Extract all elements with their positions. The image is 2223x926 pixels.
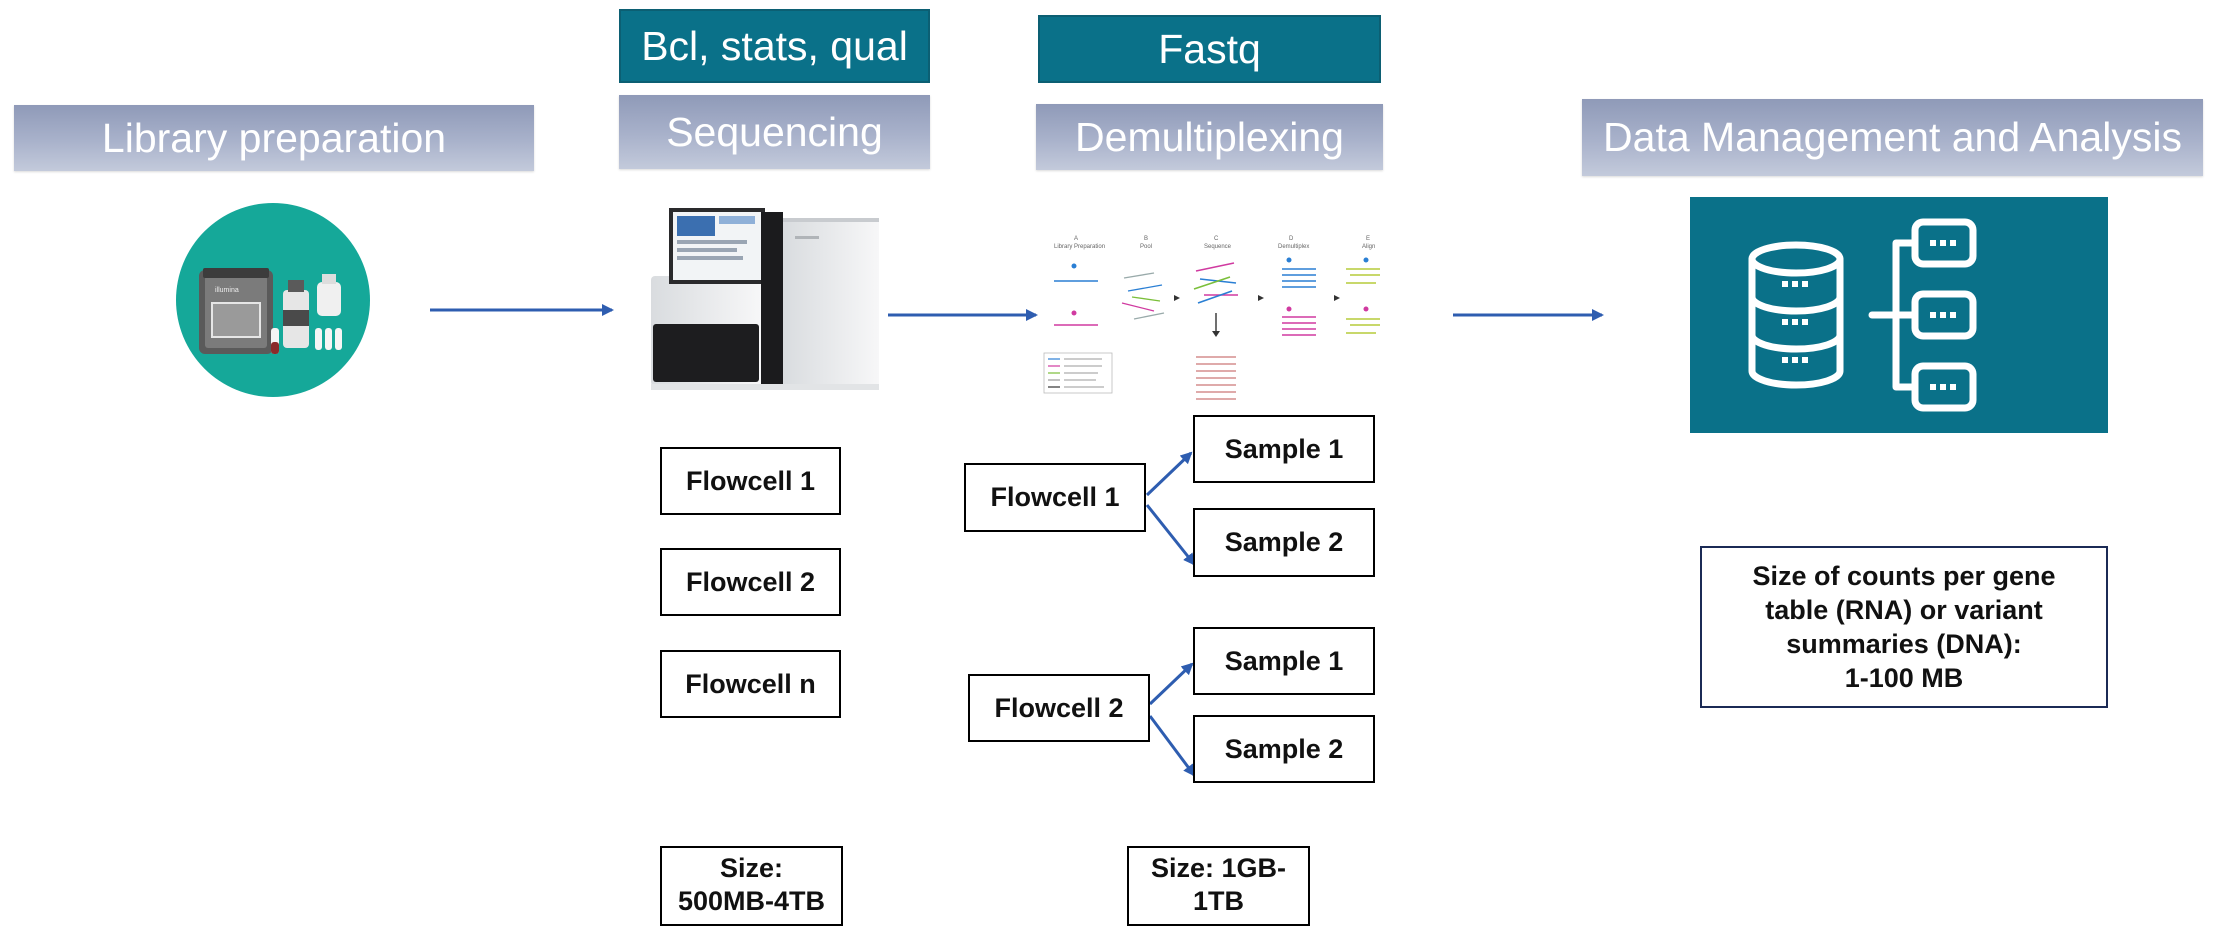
demux-output-label: Fastq <box>1038 15 1381 83</box>
svg-text:D: D <box>1289 236 1294 242</box>
demux-fc2-sample-2: Sample 2 <box>1193 715 1375 783</box>
svg-text:Demultiplex: Demultiplex <box>1278 244 1309 250</box>
demux-fc1-sample-2: Sample 2 <box>1193 508 1375 577</box>
svg-text:Align: Align <box>1362 244 1375 250</box>
demux-fc1-sample-1: Sample 1 <box>1193 415 1375 483</box>
arrow-fc2-sample1 <box>1148 662 1194 706</box>
stage-library-preparation: Library preparation <box>14 105 534 171</box>
svg-text:Sequence: Sequence <box>1204 244 1232 250</box>
sequencing-size-line-1: Size: <box>719 853 784 883</box>
svg-text:Library Preparation: Library Preparation <box>1054 244 1105 250</box>
sequencing-flowcell-n: Flowcell n <box>660 650 841 718</box>
sequencing-size-box: Size: 500MB-4TB <box>660 846 843 926</box>
analysis-size-line-3: summaries (DNA): <box>1786 629 2022 659</box>
stage-sequencing: Sequencing <box>619 95 930 169</box>
svg-text:Pool: Pool <box>1140 244 1152 250</box>
demux-size-line-1: Size: 1GB- <box>1150 853 1287 883</box>
demultiplexing-workflow-icon: A B C D E Library Preparation Pool Sequence Dem… <box>1036 233 1386 405</box>
database-hierarchy-icon <box>1690 197 2108 433</box>
stage-data-management: Data Management and Analysis <box>1582 99 2203 176</box>
analysis-size-line-4: 1-100 MB <box>1844 663 1964 693</box>
sequencing-size-line-2: 500MB-4TB <box>677 886 826 916</box>
library-kit-icon: illumina <box>175 202 371 398</box>
svg-text:illumina: illumina <box>215 287 239 294</box>
demux-size-box: Size: 1GB- 1TB <box>1127 846 1310 926</box>
arrow-fc1-sample1 <box>1145 451 1193 497</box>
sequencing-flowcell-2: Flowcell 2 <box>660 548 841 616</box>
svg-text:C: C <box>1214 236 1219 242</box>
demux-fc2-sample-1: Sample 1 <box>1193 627 1375 695</box>
svg-text:B: B <box>1144 236 1148 242</box>
demux-size-line-2: 1TB <box>1192 886 1244 916</box>
analysis-size-line-1: Size of counts per gene <box>1752 561 2056 591</box>
sequencer-machine-icon <box>645 206 883 392</box>
arrow-fc2-sample2 <box>1148 715 1196 777</box>
sequencing-flowcell-1: Flowcell 1 <box>660 447 841 515</box>
demux-flowcell-1: Flowcell 1 <box>964 463 1146 532</box>
stage-demultiplexing: Demultiplexing <box>1036 104 1383 170</box>
analysis-size-line-2: table (RNA) or variant <box>1765 595 2043 625</box>
demux-flowcell-2: Flowcell 2 <box>968 674 1150 742</box>
sequencing-output-label: Bcl, stats, qual <box>619 9 930 83</box>
svg-text:A: A <box>1074 236 1078 242</box>
analysis-size-box: Size of counts per gene table (RNA) or v… <box>1700 546 2108 708</box>
svg-text:E: E <box>1366 236 1370 242</box>
arrow-fc1-sample2 <box>1145 504 1196 566</box>
